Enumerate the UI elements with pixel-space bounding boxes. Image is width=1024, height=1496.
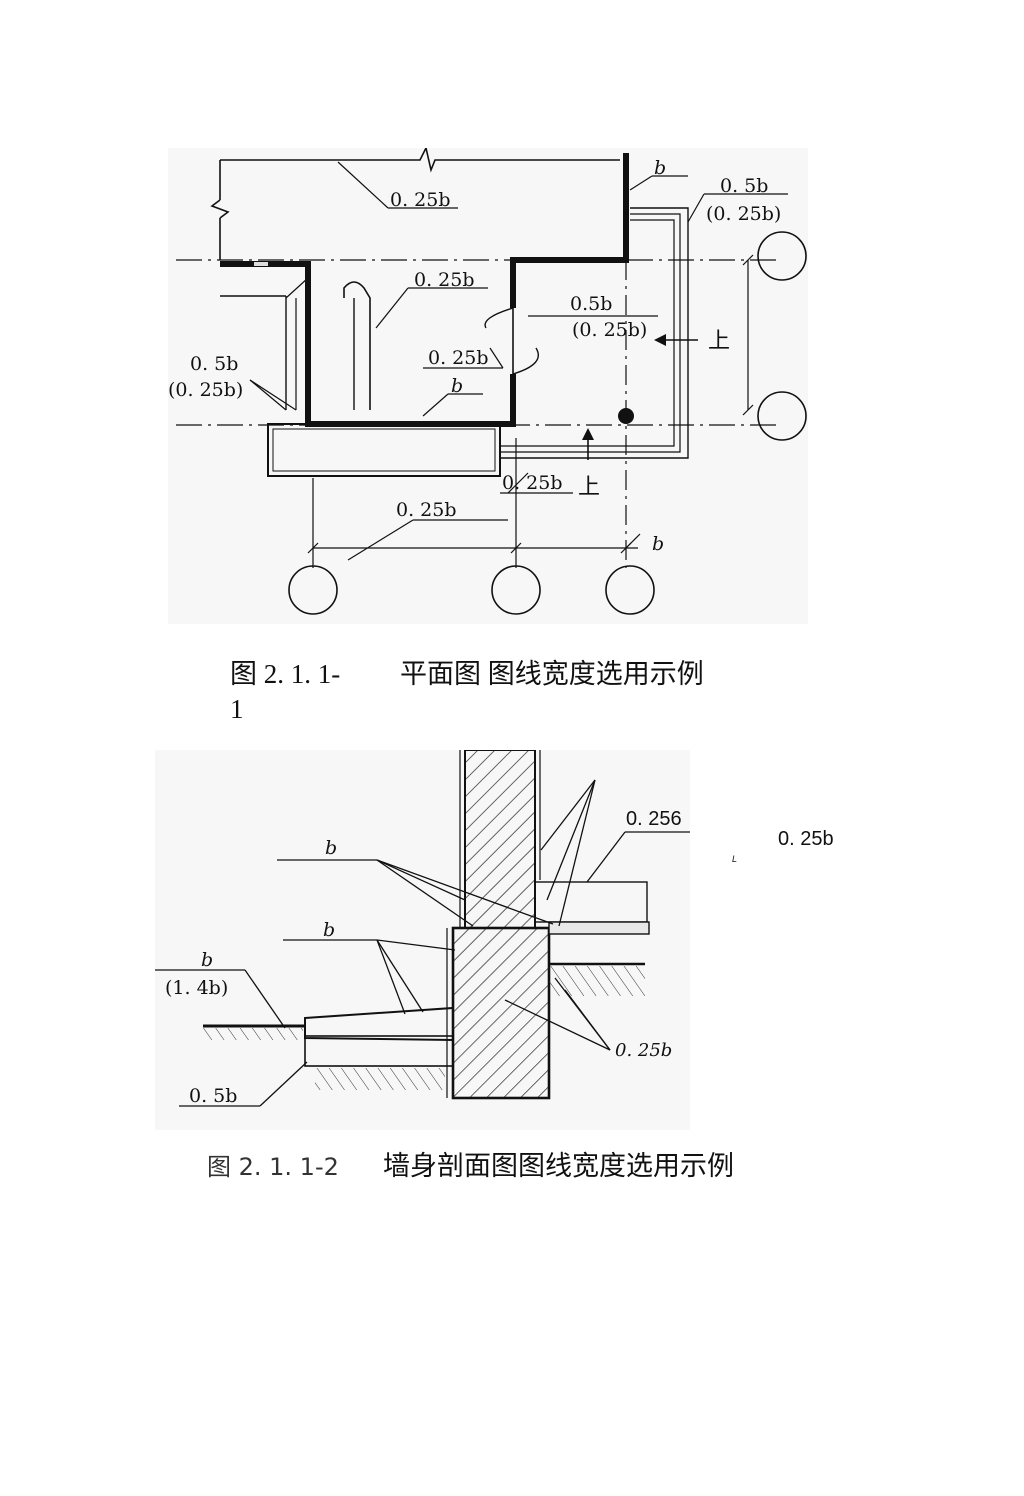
upper-wall: [464, 749, 536, 929]
label-top-right: 0. 256: [626, 808, 682, 830]
label-step: 0. 25b: [502, 472, 563, 494]
label-right-outer-1: 0. 5b: [720, 175, 768, 197]
figure2-caption: 图 2. 1. 1-2 墙身剖面图图线宽度选用示例: [207, 1144, 734, 1183]
label-right-wall: b: [654, 157, 666, 179]
axis-circle-right-bottom: [757, 391, 807, 441]
label-b-middle: b: [323, 919, 335, 941]
label-b-upper: b: [325, 837, 337, 859]
axis-circle-bottom-mid: [491, 565, 541, 615]
label-door-2: (0. 25b): [572, 319, 647, 341]
foundation-wall: [451, 926, 551, 1100]
top-wall-line: [220, 145, 620, 173]
label-b-left-2: (1. 4b): [165, 977, 228, 999]
figure2-caption-text: 墙身剖面图图线宽度选用示例: [383, 1151, 734, 1181]
label-top-wall: 0. 25b: [390, 189, 451, 211]
figure1-caption-number: 图 2. 1. 1-: [230, 659, 341, 689]
axis-circle-right-top: [757, 231, 807, 281]
label-up-right: 上: [708, 329, 730, 354]
figure2-caption-number: 图 2. 1. 1-2: [207, 1153, 339, 1181]
label-tiny-mark: L: [732, 854, 738, 864]
label-half-b: 0. 5b: [189, 1085, 237, 1107]
plan-drawing: 0. 25b b 0. 5b (0. 25b) 0. 25b 0.5b (0. …: [168, 145, 808, 624]
figure1-caption-number-cont: 1: [230, 694, 244, 724]
wall-section-drawing: b b b (1. 4b) 0. 5b 0. 25b: [155, 749, 855, 1130]
label-axis: b: [652, 533, 664, 555]
label-b-left-1: b: [201, 949, 213, 971]
step-platform: [267, 423, 501, 477]
label-dim-line: 0. 25b: [396, 499, 457, 521]
thick-wall-right: [510, 153, 629, 308]
label-quarter-b: 0. 25b: [615, 1040, 672, 1061]
label-up-bottom: 上: [578, 475, 600, 500]
pipe-symbol: [343, 281, 371, 410]
label-door-1: 0.5b: [570, 293, 612, 315]
label-right-outer-2: (0. 25b): [706, 203, 781, 225]
figure1-caption: 图 2. 1. 1- 平面图 图线宽度选用示例 1: [230, 652, 704, 724]
label-left-1: 0. 5b: [190, 353, 238, 375]
label-inner-pipe: 0. 25b: [414, 269, 475, 291]
axis-circle-bottom-left: [288, 565, 338, 615]
label-far-right: 0. 25b: [778, 828, 834, 850]
axis-circle-bottom-right: [605, 565, 655, 615]
label-left-2: (0. 25b): [168, 379, 243, 401]
label-bottom-wall: b: [451, 375, 463, 397]
figure1-caption-text: 平面图 图线宽度选用示例: [400, 659, 704, 689]
label-door-arc: 0. 25b: [428, 347, 489, 369]
